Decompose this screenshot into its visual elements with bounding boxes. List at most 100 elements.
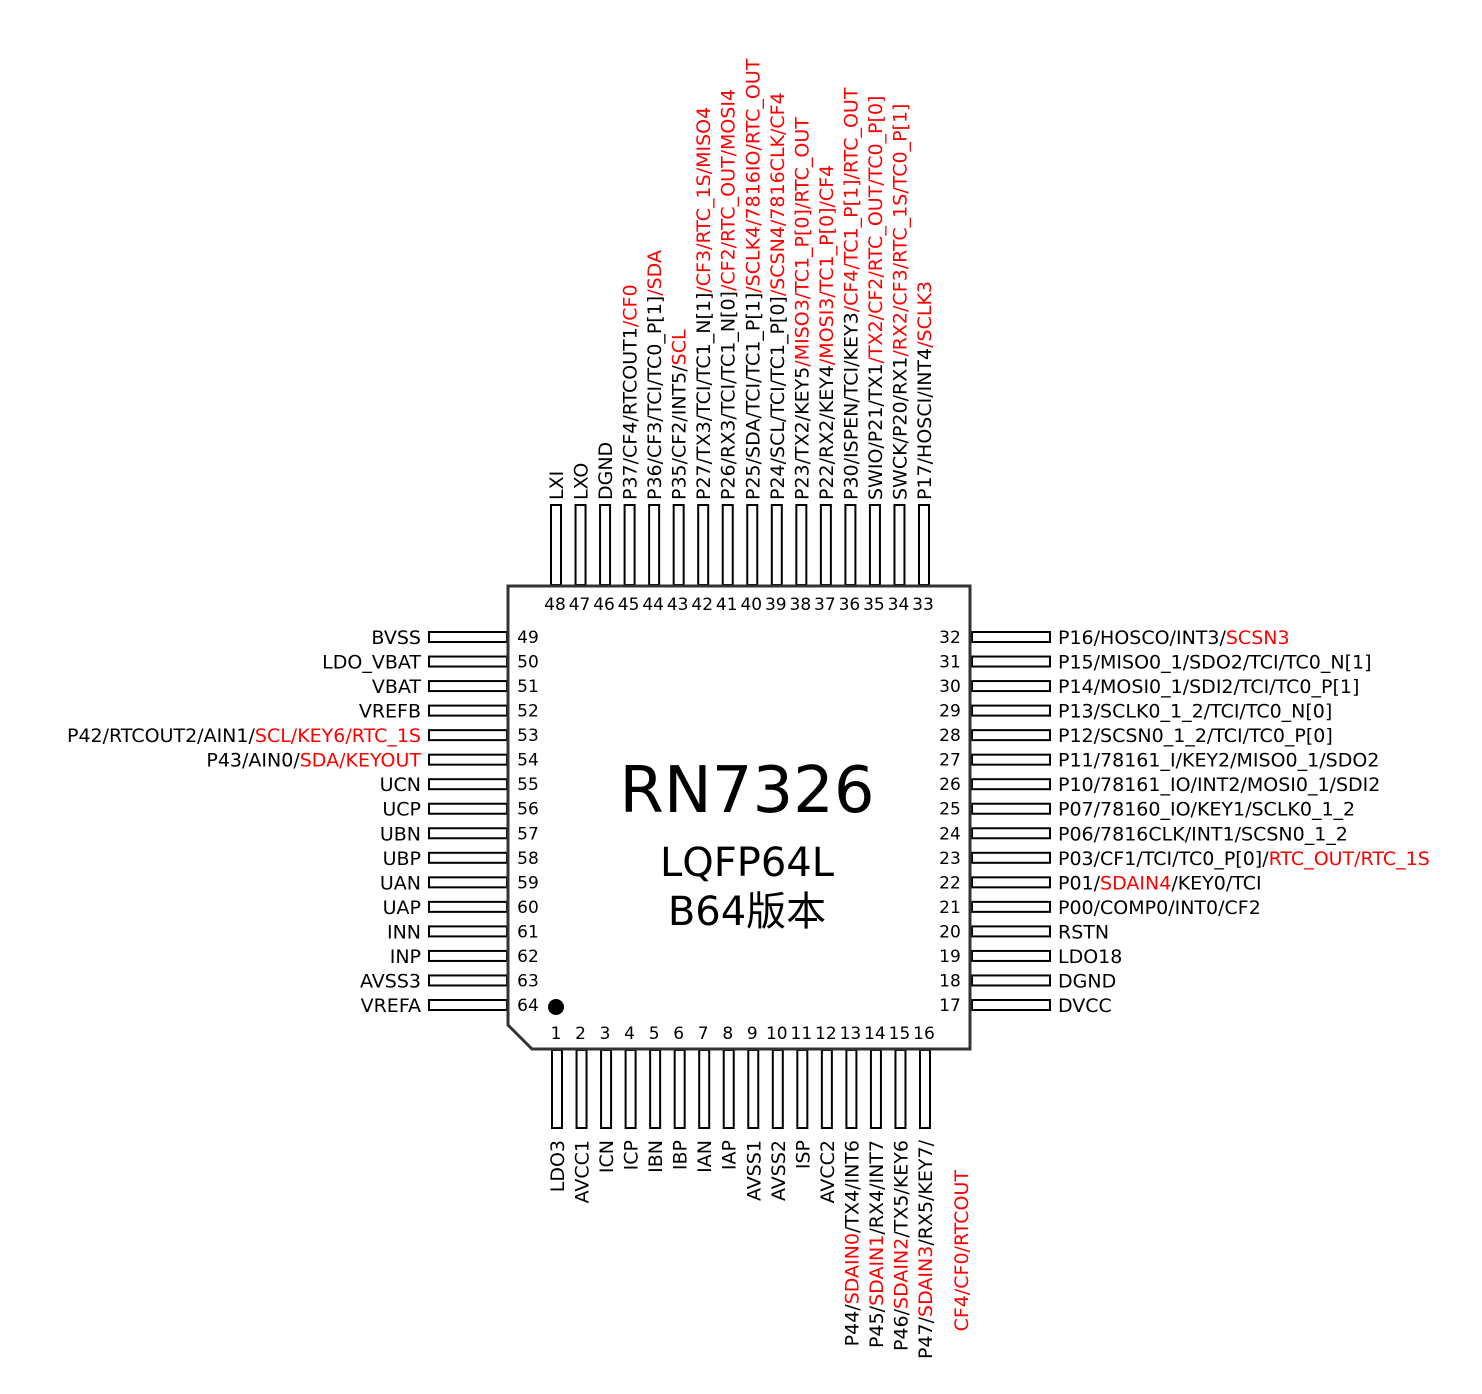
pin-number: 15 <box>889 1024 911 1044</box>
function-text: LXI <box>546 471 568 500</box>
function-text: P13/SCLK0_1_2/TCI/TC0_N[0] <box>1058 701 1332 723</box>
pin-47-label: LXO <box>571 463 593 500</box>
pin-number: 12 <box>815 1024 837 1044</box>
alt-function-text: /SCSN4/7816CLK/CF4 <box>767 92 789 296</box>
pin-9-lead <box>747 1049 760 1129</box>
alt-function-text: /CF0 <box>620 284 642 327</box>
pin-17-label: DVCC <box>1058 995 1112 1017</box>
pin-23-lead <box>971 851 1051 864</box>
pin-number: 63 <box>517 971 539 991</box>
function-text: RSTN <box>1058 921 1109 943</box>
pin-13-label: P44/SDAIN0/TX4/INT6 <box>841 1140 863 1346</box>
function-text: DVCC <box>1058 995 1112 1017</box>
function-text: P36/CF3/TCI/TC0_P[1] <box>644 296 666 500</box>
function-text: VBAT <box>372 676 422 698</box>
pin-number: 8 <box>722 1024 733 1044</box>
alt-function-text: SCSN3 <box>1226 627 1290 649</box>
pin-47-lead <box>574 504 587 586</box>
function-text: P22/RX2/KEY4 <box>816 365 838 500</box>
function-text: AVSS1 <box>743 1140 765 1201</box>
pin-number: 1 <box>551 1024 562 1044</box>
pin-7-label: IAN <box>694 1140 716 1173</box>
pin-14-label: P45/SDAIN1/RX4/INT7 <box>866 1140 888 1348</box>
pin-61-lead <box>428 925 508 938</box>
pin-19-lead <box>971 949 1051 962</box>
pin-1-label: LDO3 <box>547 1140 569 1192</box>
alt-function-text: /SCLK3 <box>914 281 936 348</box>
pin-40-label: P25/SDA/TCI/TC1_P[1]/SCLK4/7816IO/RTC_OU… <box>742 58 764 500</box>
pin-number: 23 <box>939 849 961 869</box>
function-text: P10/78161_IO/INT2/MOSI0_1/SDI2 <box>1058 774 1380 796</box>
pin-41-lead <box>721 504 734 586</box>
pin-number: 19 <box>939 947 961 967</box>
pin-60-label: UAP <box>383 897 421 919</box>
labels-layer: 49BVSS50LDO_VBAT51VBAT52VREFB53P42/RTCOU… <box>67 58 1430 1359</box>
function-text: SWIO/P21/TX1 <box>865 363 887 500</box>
pin-58-label: UBP <box>383 848 421 870</box>
function-text: P17/HOSCI/INT4 <box>914 348 936 500</box>
function-text: /TX4/INT6 <box>841 1140 863 1233</box>
pin-49-label: BVSS <box>371 627 421 649</box>
pin-45-label: P37/CF4/RTCOUT1/CF0 <box>620 284 642 500</box>
pin-number: 36 <box>839 595 861 615</box>
chip-body <box>506 584 972 1051</box>
function-text: P06/7816CLK/INT1/SCSN0_1_2 <box>1058 823 1348 845</box>
pin-18-lead <box>971 974 1051 987</box>
pin-number: 39 <box>765 595 787 615</box>
pin-34-lead <box>893 504 906 586</box>
function-text: UCP <box>382 799 421 821</box>
function-text: P37/CF4/RTCOUT1 <box>620 327 642 500</box>
pin-number: 29 <box>939 702 961 722</box>
alt-function-text: /MISO3/TC1_P[0]/RTC_OUT <box>791 117 813 367</box>
pin-16-label-line2: CF4/CF0/RTCOUT <box>951 1170 973 1332</box>
alt-function-text: RTC_OUT/RTC_1S <box>1269 848 1430 870</box>
pin-6-label: IBP <box>670 1140 692 1170</box>
pin-number: 3 <box>600 1024 611 1044</box>
function-text: ICN <box>596 1140 618 1173</box>
pin-number: 6 <box>673 1024 684 1044</box>
pin-number: 27 <box>939 751 961 771</box>
pin-52-label: VREFB <box>359 701 421 723</box>
pin-24-lead <box>971 827 1051 840</box>
pin-12-label: AVCC2 <box>817 1140 839 1203</box>
pin-50-label: LDO_VBAT <box>322 652 421 674</box>
pin-number: 26 <box>939 775 961 795</box>
function-text: IAP <box>719 1140 741 1170</box>
pin-31-label: P15/MISO0_1/SDO2/TCI/TC0_N[1] <box>1058 652 1372 674</box>
function-text: P14/MOSI0_1/SDI2/TCI/TC0_P[1] <box>1058 676 1359 698</box>
pin-35-lead <box>868 504 881 586</box>
pin-11-label: ISP <box>792 1140 814 1169</box>
function-text: P26/RX3/TCI/TC1_N[0] <box>718 291 740 500</box>
pin-number: 57 <box>517 824 539 844</box>
pin-number: 52 <box>517 702 539 722</box>
pin-26-lead <box>971 778 1051 791</box>
pin-number: 48 <box>544 595 566 615</box>
function-text: DGND <box>595 442 617 500</box>
pins-layer <box>428 504 1051 1129</box>
pin-number: 18 <box>939 971 961 991</box>
pin-25-label: P07/78160_IO/KEY1/SCLK0_1_2 <box>1058 799 1355 821</box>
pin-22-label: P01/SDAIN4/KEY0/TCI <box>1058 872 1262 894</box>
pin-12-lead <box>820 1049 833 1129</box>
alt-function-text: SDAIN2 <box>890 1238 912 1309</box>
pin-30-lead <box>971 680 1051 693</box>
pin-41-label: P26/RX3/TCI/TC1_N[0]/CF2/RTC_OUT/MOSI4 <box>718 89 740 500</box>
pin-55-lead <box>428 778 508 791</box>
pin-53-lead <box>428 729 508 742</box>
pin-number: 41 <box>716 595 738 615</box>
pin-51-label: VBAT <box>372 676 422 698</box>
pin-2-lead <box>575 1049 588 1129</box>
pin-number: 60 <box>517 898 539 918</box>
pin-23-label: P03/CF1/TCI/TC0_P[0]/RTC_OUT/RTC_1S <box>1058 848 1430 870</box>
pin-number: 13 <box>840 1024 862 1044</box>
pin-number: 28 <box>939 726 961 746</box>
pin-60-lead <box>428 900 508 913</box>
pin-number: 62 <box>517 947 539 967</box>
pin-number: 22 <box>939 873 961 893</box>
pin-32-lead <box>971 631 1051 643</box>
pin-4-lead <box>624 1049 637 1129</box>
pin-28-lead <box>971 729 1051 742</box>
pin-33-lead <box>918 504 930 586</box>
pin-45-lead <box>623 504 636 586</box>
